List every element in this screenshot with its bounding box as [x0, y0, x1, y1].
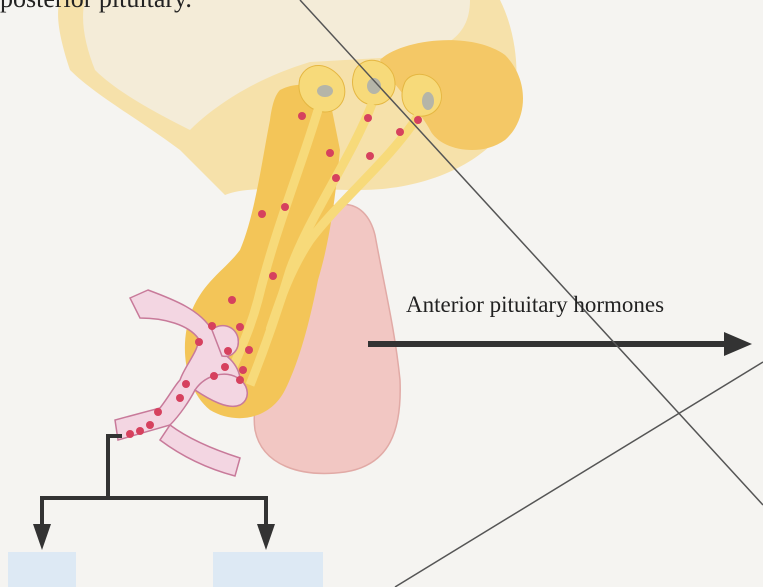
branch-arrow — [42, 436, 266, 527]
hormone-dot — [396, 128, 404, 136]
hormone-dot — [221, 363, 229, 371]
target-box-left — [8, 552, 76, 587]
anterior-pituitary-label: Anterior pituitary hormones — [406, 292, 664, 318]
hormone-dot — [195, 338, 203, 346]
hormone-dot — [182, 380, 190, 388]
neuron-nucleus — [317, 85, 333, 97]
hormone-dot — [154, 408, 162, 416]
hormone-dot — [281, 203, 289, 211]
portal-vessel — [160, 425, 240, 476]
hormone-dot — [146, 421, 154, 429]
hormone-dot — [210, 372, 218, 380]
hormone-dot — [208, 322, 216, 330]
hormone-dot — [366, 152, 374, 160]
overlay-line — [395, 362, 763, 587]
hormone-dot — [236, 376, 244, 384]
hormone-dot — [326, 149, 334, 157]
hormone-dot — [364, 114, 372, 122]
hormone-dot — [414, 116, 422, 124]
hormone-dot — [136, 427, 144, 435]
target-box-right — [213, 552, 323, 587]
hormone-dot — [298, 112, 306, 120]
hormone-dot — [176, 394, 184, 402]
neuron-nucleus — [422, 92, 434, 110]
hormone-dot — [228, 296, 236, 304]
hormone-dot — [224, 347, 232, 355]
hormone-dot — [126, 430, 134, 438]
hormone-dot — [332, 174, 340, 182]
hormone-dot — [239, 366, 247, 374]
arrowhead-left — [33, 524, 51, 550]
hormone-dot — [258, 210, 266, 218]
arrowhead — [724, 332, 752, 356]
hormone-dot — [269, 272, 277, 280]
hormone-arrow — [368, 332, 752, 356]
hormone-dot — [245, 346, 253, 354]
neuron-cell — [402, 74, 441, 116]
arrowhead-right — [257, 524, 275, 550]
hormone-dot — [236, 323, 244, 331]
posterior-pituitary-label: posterior pituitary. — [0, 0, 192, 14]
